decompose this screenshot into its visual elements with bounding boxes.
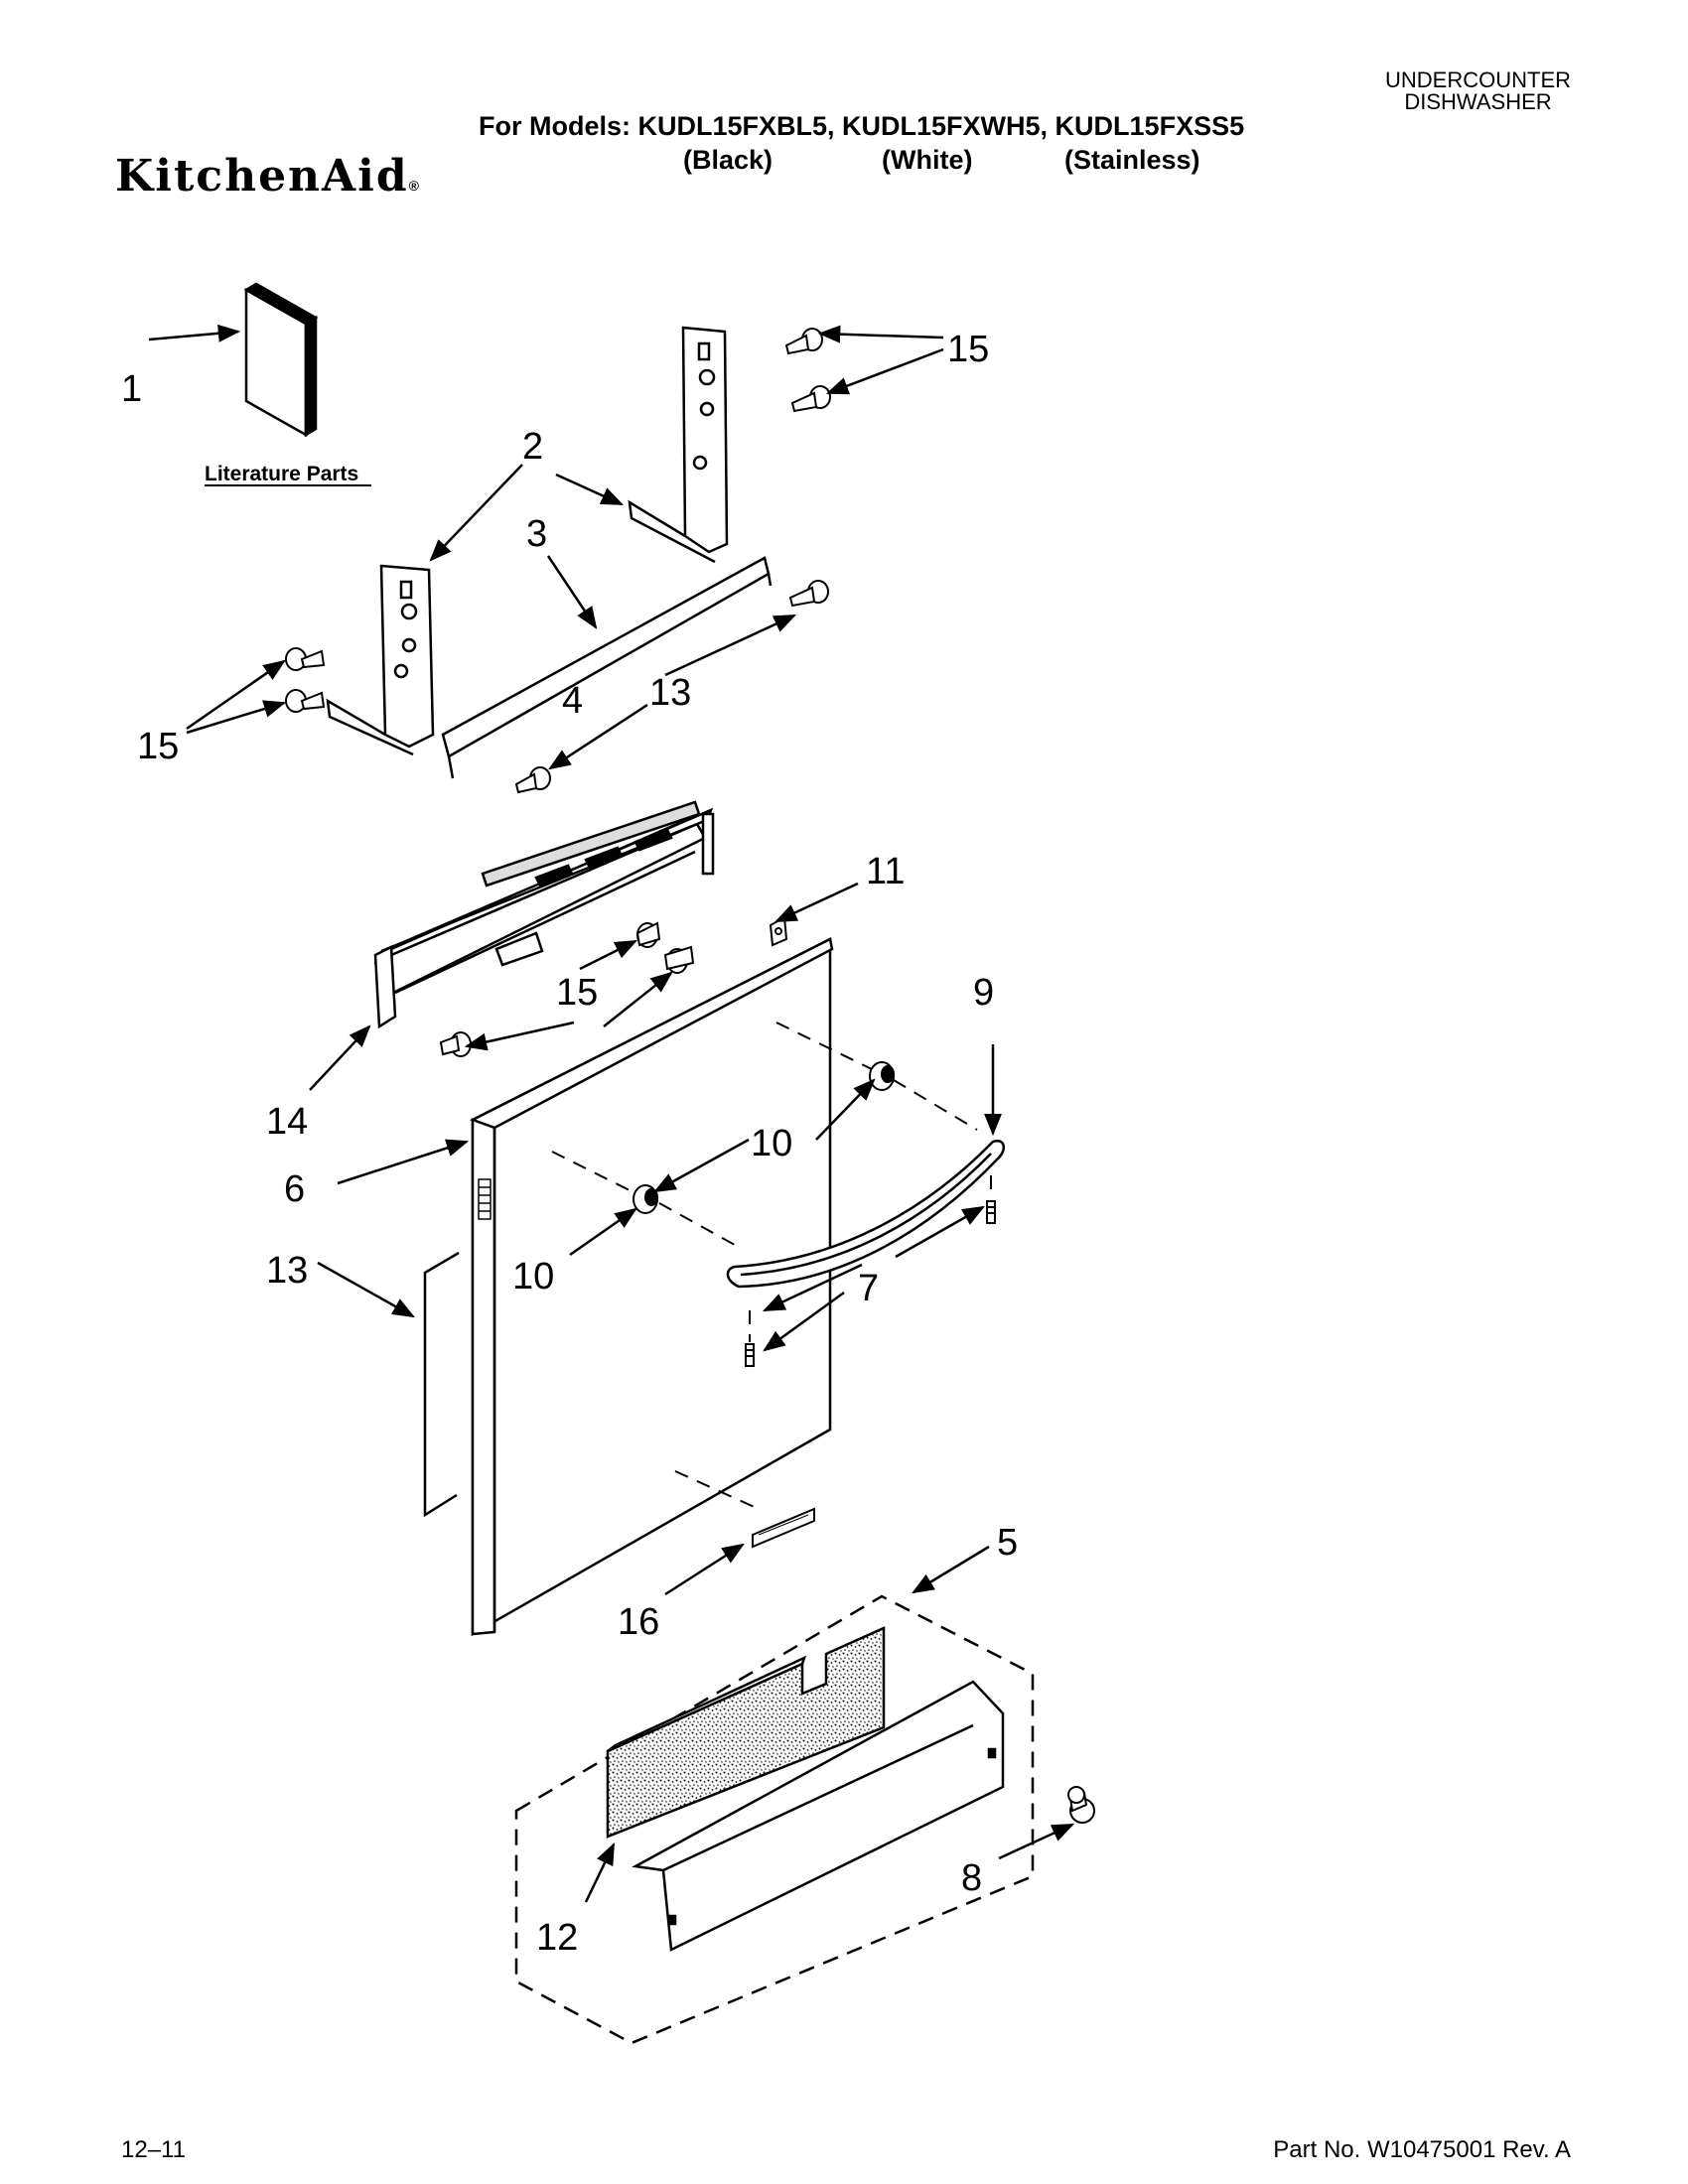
callout-16: 16: [618, 1601, 659, 1643]
door-insulation: [423, 1251, 460, 1518]
callout-10-lower: 10: [512, 1256, 554, 1297]
callout-7: 7: [858, 1268, 879, 1309]
callout-15-panel: 15: [556, 972, 598, 1014]
callout-11: 11: [866, 851, 905, 892]
mounting-bracket-left: [326, 564, 435, 756]
screws-top: [285, 328, 831, 794]
callout-4: 4: [562, 680, 583, 722]
support-rail: [441, 556, 773, 779]
screw-panel: [439, 921, 695, 1057]
callout-15-top: 15: [947, 329, 989, 370]
door-handle: [726, 1139, 1006, 1289]
callout-9: 9: [973, 972, 994, 1014]
callout-1: 1: [121, 368, 142, 410]
appliance-category: UNDERCOUNTER DISHWASHER: [1385, 69, 1571, 113]
mounting-bracket-right: [628, 326, 729, 564]
brand-badge: [752, 1507, 815, 1549]
literature-label: Literature Parts: [205, 463, 358, 485]
callout-14: 14: [266, 1101, 308, 1143]
category-line-2: DISHWASHER: [1404, 89, 1552, 114]
toe-kick-panel: [632, 1680, 1005, 1952]
callout-8: 8: [961, 1857, 982, 1899]
control-panel-assembly: [373, 800, 715, 1029]
toe-kick-assembly-box: [514, 1594, 1035, 2045]
brand-name: KitchenAid: [115, 151, 409, 202]
literature-booklet: [243, 282, 319, 438]
handle-screws: [745, 1200, 996, 1367]
callout-2: 2: [522, 426, 543, 468]
brand-mark: ®: [408, 178, 421, 194]
models-line: For Models: KUDL15FXBL5, KUDL15FXWH5, KU…: [479, 111, 1245, 141]
color-stainless: (Stainless): [1064, 145, 1200, 175]
callout-15-left: 15: [137, 726, 179, 767]
color-white: (White): [882, 145, 973, 175]
handle-end-caps: [633, 1061, 895, 1214]
toe-kick-seal: [606, 1626, 886, 1839]
brand-logo: KitchenAid®: [115, 151, 421, 202]
outer-door-panel: [469, 936, 834, 1637]
toe-kick-screw: [1067, 1786, 1095, 1824]
callout-13-lower: 13: [266, 1250, 308, 1292]
revision-date: 12–11: [121, 2136, 186, 2163]
callout-12: 12: [536, 1917, 578, 1959]
callout-6: 6: [284, 1168, 305, 1210]
color-black: (Black): [683, 145, 774, 175]
callout-5: 5: [997, 1522, 1018, 1564]
callout-3: 3: [526, 513, 547, 555]
leader-arrows: [148, 324, 1075, 1903]
callout-10-upper: 10: [751, 1123, 792, 1164]
vent-grille: [478, 1178, 492, 1220]
callout-13-upper: 13: [649, 672, 691, 714]
part-number: Part No. W10475001 Rev. A: [1273, 2136, 1571, 2163]
category-line-1: UNDERCOUNTER: [1385, 68, 1571, 92]
